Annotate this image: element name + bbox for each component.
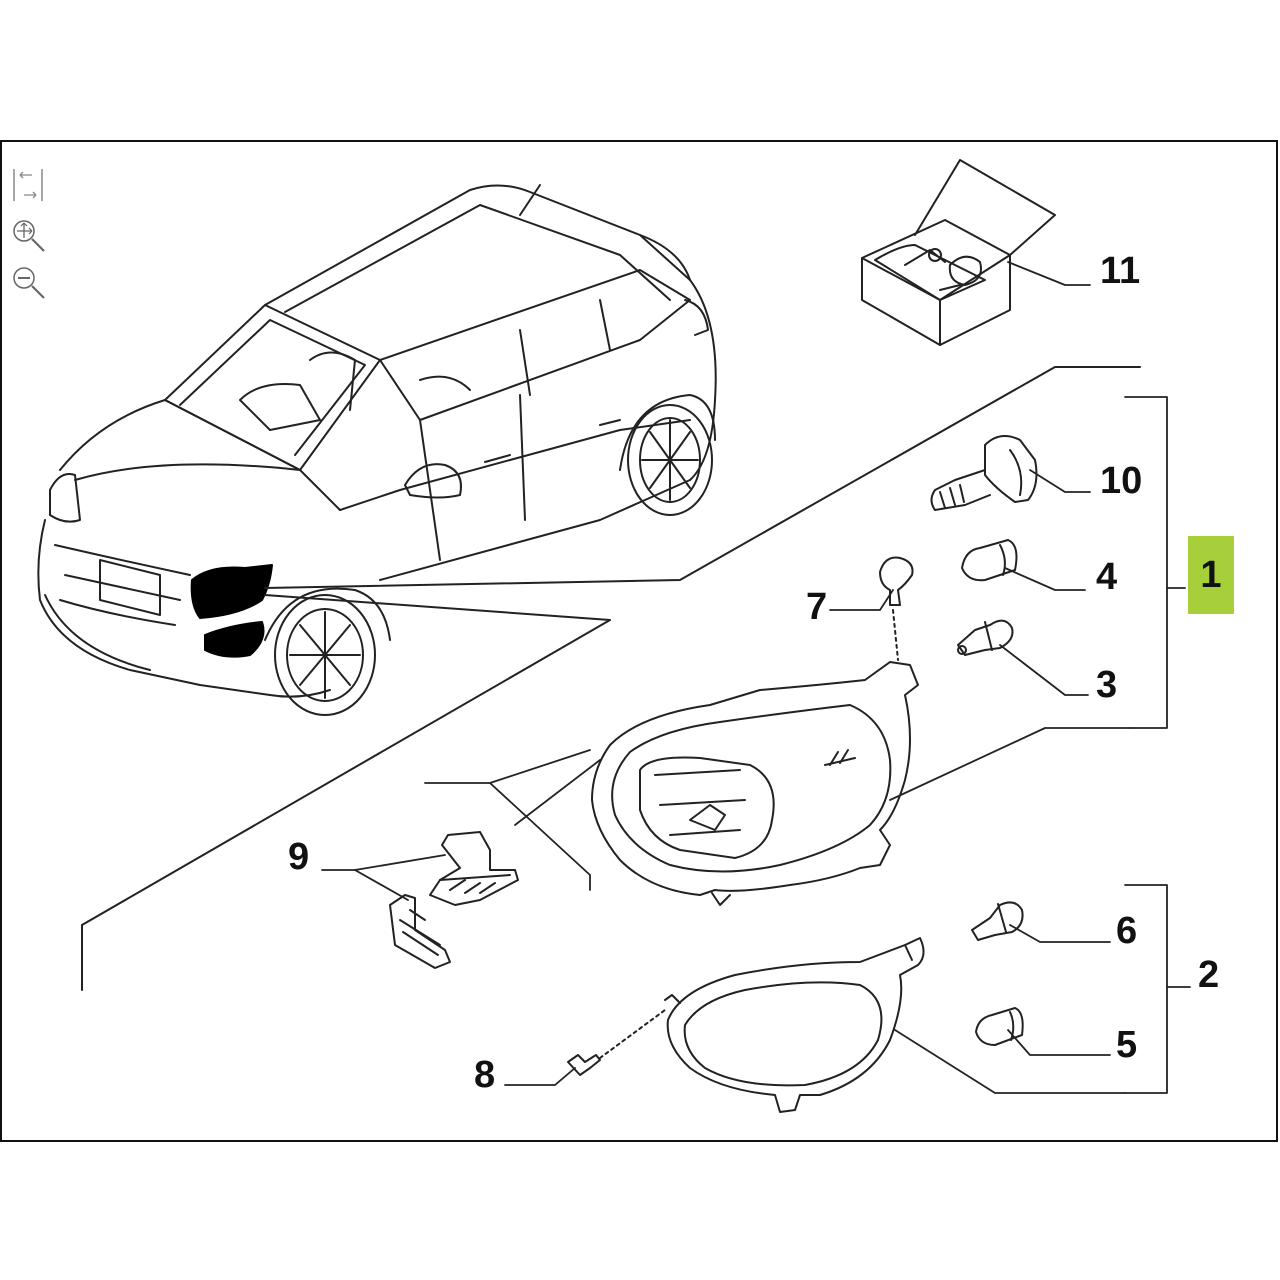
callout-2[interactable]: 2 <box>1198 954 1220 996</box>
selected-headlight-highlight[interactable] <box>190 564 273 619</box>
callout-11[interactable]: 11 <box>1100 250 1141 292</box>
callout-6[interactable]: 6 <box>1116 910 1138 952</box>
callout-4[interactable]: 4 <box>1096 556 1118 598</box>
diagram-frame <box>0 140 1278 1142</box>
fit-to-width-icon[interactable] <box>8 165 48 201</box>
callout-7[interactable]: 7 <box>806 586 828 628</box>
part-11-bulb-kit[interactable] <box>861 159 1056 346</box>
part-2-fog-light[interactable] <box>664 937 925 1113</box>
callout-leaders <box>321 261 1191 1094</box>
part-1-headlight-assembly[interactable] <box>591 661 919 906</box>
callout-9[interactable]: 9 <box>288 836 310 878</box>
part-8-screw[interactable] <box>567 1009 666 1076</box>
part-7-clip[interactable] <box>879 556 914 661</box>
zoom-out-icon[interactable] <box>8 262 48 299</box>
part-4-bulb[interactable] <box>961 539 1018 582</box>
selected-foglight-highlight[interactable] <box>204 621 265 658</box>
part-9-brackets[interactable] <box>389 831 519 969</box>
callout-5[interactable]: 5 <box>1116 1024 1138 1066</box>
callout-8[interactable]: 8 <box>474 1054 496 1096</box>
callout-1[interactable]: 1 <box>1188 536 1234 614</box>
part-6-bulb[interactable] <box>971 901 1024 941</box>
exploded-view-leaders <box>81 366 1141 991</box>
part-10-bulb-holder[interactable] <box>930 435 1038 511</box>
callout-10[interactable]: 10 <box>1100 460 1143 502</box>
part-3-bulb[interactable] <box>957 619 1014 656</box>
part-5-bulb[interactable] <box>975 1007 1024 1046</box>
callout-3[interactable]: 3 <box>1096 664 1118 706</box>
vehicle-outline <box>37 184 717 716</box>
pan-icon[interactable] <box>8 215 48 252</box>
